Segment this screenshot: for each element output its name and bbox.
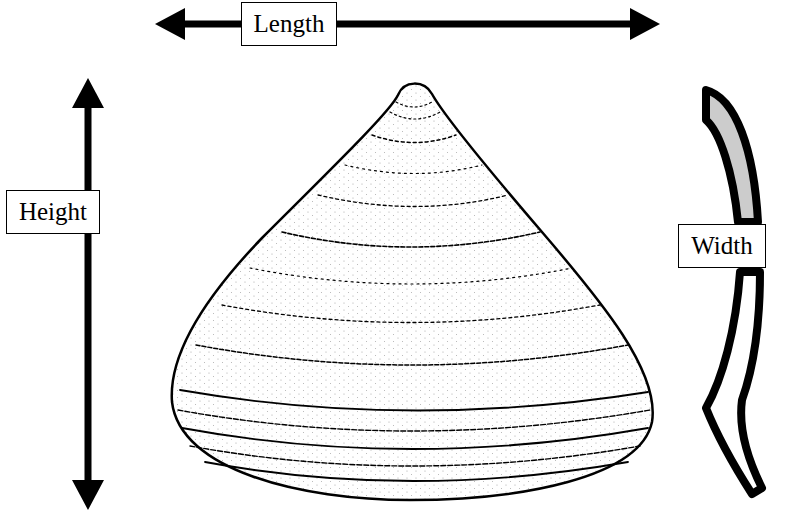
height-arrow [72,78,104,510]
shell-drawing [172,84,653,500]
length-arrow [155,8,660,40]
dimension-label-box: Length [241,2,338,47]
dimension-label: Width [691,230,753,263]
dimension-label: Height [19,196,87,229]
width-cross-section [706,90,762,494]
dimension-label-box: Height [6,190,100,235]
dimension-label: Length [254,8,325,41]
dimension-label-box: Width [678,224,766,269]
